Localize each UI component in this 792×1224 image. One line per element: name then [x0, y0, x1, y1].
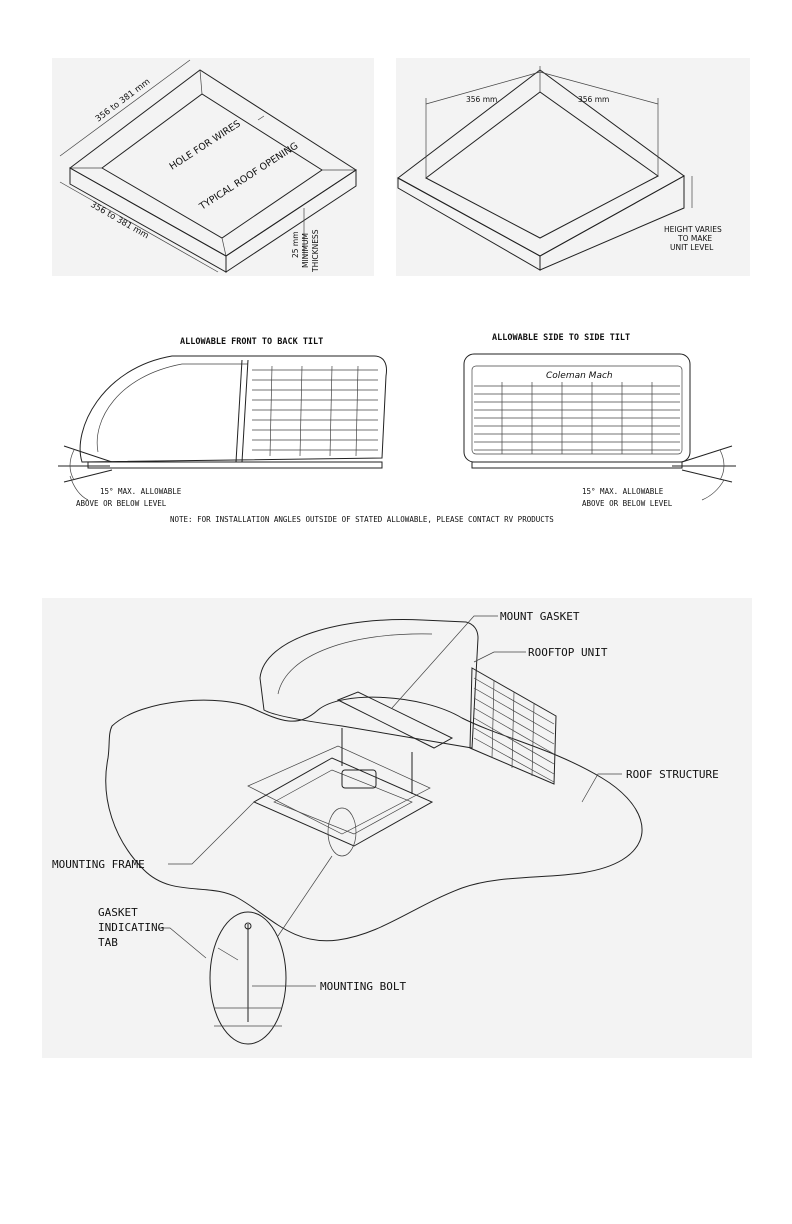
side-max-label: 15° MAX. ALLOWABLE: [582, 487, 664, 496]
frame-thickness-right: [225, 169, 357, 273]
height-varies-label-2: TO MAKE: [677, 234, 712, 243]
mount-gasket-label: MOUNT GASKET: [500, 610, 580, 623]
gasket-tab-label-1: GASKET: [98, 906, 138, 919]
side-tilt-title: ALLOWABLE SIDE TO SIDE TILT: [492, 333, 630, 343]
dimension-right: 356 mm: [578, 95, 609, 104]
shim-thickness-right: [539, 175, 685, 271]
bolt-detail-callout: [209, 911, 287, 1045]
roof-structure-label: ROOF STRUCTURE: [626, 768, 719, 781]
front-max-label: 15° MAX. ALLOWABLE: [100, 487, 182, 496]
dimension-left: 356 mm: [466, 95, 497, 104]
height-varies-label-1: HEIGHT VARIES: [664, 225, 722, 234]
installation-note: NOTE: FOR INSTALLATION ANGLES OUTSIDE OF…: [170, 515, 554, 524]
roof-opening-figure: 356 to 381 mm 356 to 381 mm HOLE FOR WIR…: [52, 58, 374, 276]
gasket-tab-label-3: TAB: [98, 936, 118, 949]
roof-structure-shape: [105, 696, 643, 942]
rooftop-unit-shroud: [259, 619, 479, 749]
mounting-frame: [252, 757, 434, 847]
tilt-figure: ALLOWABLE FRONT TO BACK TILT ALLOWABLE S…: [58, 333, 736, 524]
rooftop-unit-grille: [469, 667, 557, 785]
front-range-label: ABOVE OR BELOW LEVEL: [76, 499, 167, 508]
gasket-tab-label-2: INDICATING: [98, 921, 164, 934]
thickness-label-3: THICKNESS: [311, 229, 320, 273]
mounting-frame-label: MOUNTING FRAME: [52, 858, 145, 871]
leveling-frame-figure: 356 mm 356 mm HEIGHT VARIES TO MAKE UNIT…: [396, 58, 750, 276]
assembly-figure: MOUNT GASKET ROOFTOP UNIT ROOF STRUCTURE…: [42, 598, 752, 1058]
unit-front-view: Coleman Mach: [463, 353, 691, 469]
thickness-label-1: 25 mm: [291, 231, 300, 258]
thickness-label-2: MINIMUM: [301, 233, 310, 268]
mounting-bolt-label: MOUNTING BOLT: [320, 980, 406, 993]
brand-logo: Coleman Mach: [546, 371, 613, 381]
rooftop-unit-label: ROOFTOP UNIT: [528, 646, 608, 659]
height-varies-label-3: UNIT LEVEL: [670, 243, 714, 252]
mount-gasket: [336, 691, 454, 749]
unit-side-profile: [79, 355, 387, 469]
front-tilt-title: ALLOWABLE FRONT TO BACK TILT: [180, 337, 323, 347]
side-range-label: ABOVE OR BELOW LEVEL: [582, 499, 673, 508]
